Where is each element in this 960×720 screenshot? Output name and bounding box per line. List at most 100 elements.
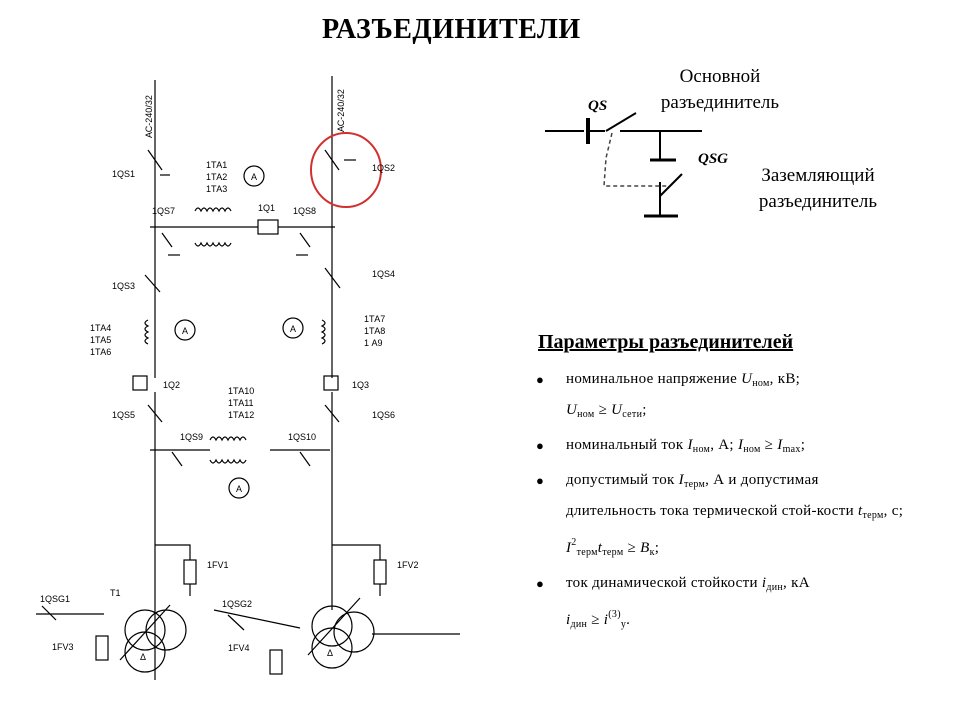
qsg1-blade [41,605,57,621]
qs10-blade [299,451,311,467]
cable-right-label: АС-240/32 [336,89,346,132]
qs4-blade [324,267,341,289]
highlight-ellipse [310,132,382,208]
arrester-1fv4 [269,649,283,675]
earth-label-line2: разъединитель [758,191,878,212]
label-1fv2: 1FV2 [397,560,419,570]
label-1ta1: 1ТА1 [206,160,227,170]
arrester-1fv3 [95,635,109,661]
label-1qsg1: 1QSG1 [40,594,70,604]
main-disconnector-label: Основной разъединитель [645,64,795,116]
ct-ta4-coil [144,319,150,345]
transformer-t1-hv [124,609,166,651]
param-formula: Uном [741,371,770,389]
label-1q1: 1Q1 [258,203,275,213]
main-label-line2: разъединитель [660,92,780,113]
ammeter-left [174,319,196,341]
label-1qs5: 1QS5 [112,410,135,420]
qs7-blade [161,232,173,248]
qsg2-blade [227,614,245,631]
param-condition: iдин ≥ i(3)у [566,609,627,630]
label-1qs1: 1QS1 [112,169,135,179]
param-item-voltage: ● номинальное напряжение Uном, кВ; Uном … [536,366,906,428]
ammeter-bottom [228,477,250,499]
label-1qsg2: 1QSG2 [222,599,252,609]
qs6-blade [324,404,340,423]
t1-delta-symbol: Δ [140,652,146,662]
label-1qs9: 1QS9 [180,432,203,442]
ammeter-top [243,165,265,187]
label-1ta3: 1ТА3 [206,184,227,194]
page-title: РАЗЪЕДИНИТЕЛИ [322,14,581,45]
label-1qs7: 1QS7 [152,206,175,216]
param-condition: Uном ≥ Uсети [566,402,643,420]
param-item-current: ● номинальный ток Iном, А; Iном ≥ Imax; [536,432,906,463]
label-1ta7: 1ТА7 [364,314,385,324]
ammeter-right-label: А [290,324,296,334]
label-1qs3: 1QS3 [112,281,135,291]
earth-label-line1: Заземляющий [761,165,875,186]
earthing-disconnector-label: Заземляющий разъединитель [738,163,898,215]
qs3-blade [144,274,161,293]
qs1-blade [147,149,163,171]
bullet-icon: ● [536,473,545,488]
breaker-1q2 [132,375,148,391]
param-item-dynamic: ● ток динамической стойкости iдин, кА iд… [536,570,906,638]
label-1ta2: 1ТА2 [206,172,227,182]
ct-ta11-coil [209,458,247,464]
ammeter-top-label: А [251,172,257,182]
bullet-icon: ● [536,438,545,453]
params-list: ● номинальное напряжение Uном, кВ; Uном … [536,366,906,642]
label-1qs10: 1QS10 [288,432,316,442]
main-label-line1: Основной [679,66,761,87]
ct-ta7-coil [320,319,326,345]
label-1ta8: 1ТА8 [364,326,385,336]
label-1qs2: 1QS2 [372,163,395,173]
bullet-icon: ● [536,372,545,387]
label-t1: Т1 [110,588,121,598]
label-1ta12: 1ТА12 [228,410,254,420]
label-1fv3: 1FV3 [52,642,74,652]
ammeter-right [282,317,304,339]
label-1q2: 1Q2 [163,380,180,390]
transformer-t2-hv [311,605,353,647]
breaker-1q1 [257,219,279,235]
param-text: номинальное напряжение [566,371,738,387]
label-1qs8: 1QS8 [293,206,316,216]
ammeter-bottom-label: А [236,484,242,494]
label-1qs4: 1QS4 [372,269,395,279]
label-1q3: 1Q3 [352,380,369,390]
ct-ta10-coil [209,436,247,442]
param-condition: I2термtтерм ≥ Bк [566,537,655,558]
label-1fv4: 1FV4 [228,643,250,653]
label-1ta9: 1 А9 [364,338,383,348]
qs2-blade [324,149,340,171]
qs8-blade [299,232,311,248]
breaker-1q3 [323,375,339,391]
ct-coil-bridge-2 [194,241,232,247]
params-heading: Параметры разъединителей [538,331,794,353]
label-1ta11: 1ТА11 [228,398,254,408]
param-item-thermal: ● допустимый ток Iтерм, А и допустимая д… [536,467,906,566]
param-time: tтерм [858,503,884,521]
label-1ta10: 1ТА10 [228,386,254,396]
qs5-blade [147,404,163,423]
label-1fv1: 1FV1 [207,560,229,570]
arrester-1fv2 [373,559,387,585]
label-1ta5: 1ТА5 [90,335,111,345]
ct-coil-bridge-1 [194,207,232,213]
bullet-icon: ● [536,576,545,591]
param-text: ток динамической стойкости [566,575,758,591]
t2-delta-symbol: Δ [327,648,333,658]
cable-left-label: АС-240/32 [144,95,154,138]
param-condition: Iном ≥ Imax [737,437,801,455]
param-text: номинальный ток [566,437,684,453]
param-formula: iдин [761,575,784,593]
ammeter-left-label: А [182,326,188,336]
label-1ta4: 1ТА4 [90,323,111,333]
param-text: допустимый ток [566,472,675,488]
label-1qs6: 1QS6 [372,410,395,420]
arrester-1fv1 [183,559,197,585]
param-formula: Iтерм [678,472,706,490]
